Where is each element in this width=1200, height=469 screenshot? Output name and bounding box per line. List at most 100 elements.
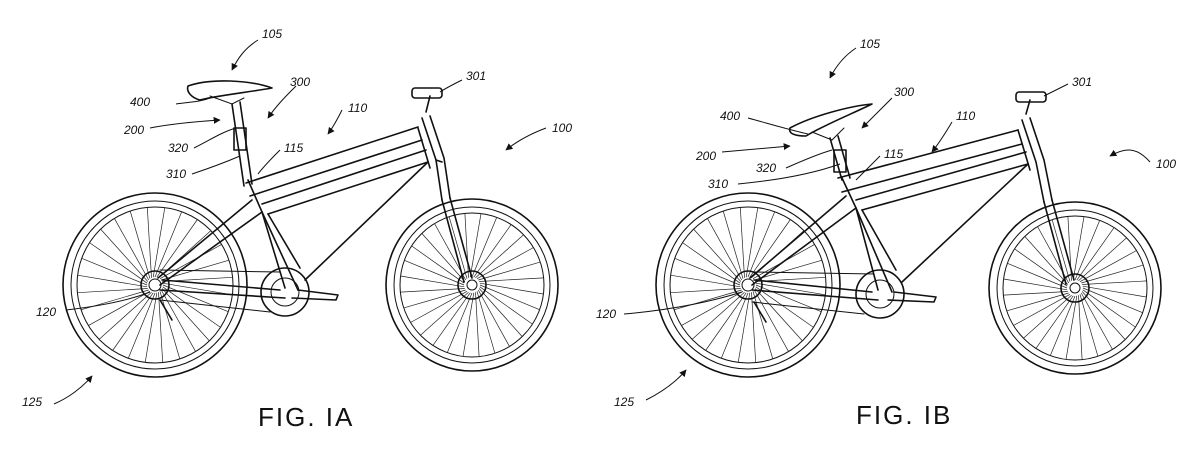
spoke [1003, 278, 1068, 291]
spoke [462, 292, 475, 357]
spoke [152, 207, 166, 278]
ref-115: 115 [284, 141, 303, 155]
ref-310: 310 [166, 167, 186, 181]
reference-labels-1b: 105 300 400 200 320 310 115 110 301 100 … [596, 37, 1176, 409]
spoke [1082, 287, 1143, 314]
spoke [404, 259, 465, 286]
fork-1b [1021, 117, 1075, 285]
spoke [755, 284, 822, 313]
spoke [160, 289, 196, 352]
spoke [129, 210, 151, 279]
spoke [446, 292, 473, 353]
ref-110: 110 [348, 101, 367, 115]
spoke [751, 292, 757, 363]
ref-301: 301 [1072, 75, 1092, 89]
spoke [1076, 227, 1115, 281]
figure-caption-1a: FIG. IA [258, 402, 354, 432]
spoke [681, 290, 744, 326]
spoke [161, 288, 210, 342]
front-wheel-1b [988, 201, 1162, 375]
spoke [476, 291, 496, 354]
spoke [81, 257, 148, 286]
spoke [1035, 295, 1074, 349]
spoke [755, 282, 826, 296]
spoke [88, 290, 151, 326]
spoke [410, 290, 468, 323]
rear-wheel-1a [62, 192, 248, 378]
spoke [98, 291, 152, 340]
spoke [1080, 292, 1113, 350]
spoke [400, 275, 465, 288]
spoke [737, 292, 751, 363]
ref-115: 115 [884, 147, 903, 161]
spoke [1065, 295, 1078, 360]
spoke [478, 288, 523, 337]
spoke [1082, 280, 1147, 285]
spoke [691, 291, 745, 340]
fork-1a [421, 115, 473, 283]
spoke [1081, 264, 1144, 284]
spoke [421, 233, 466, 282]
spoke [89, 242, 148, 284]
spoke [1082, 289, 1136, 328]
spoke [707, 218, 743, 281]
saddle-1b [788, 103, 873, 141]
spoke [469, 213, 482, 278]
spoke [752, 291, 774, 360]
spoke [448, 216, 468, 279]
ref-310: 310 [708, 177, 728, 191]
ref-105: 105 [860, 37, 880, 51]
spoke [1072, 216, 1085, 281]
spoke [420, 291, 469, 336]
ref-100: 100 [1156, 157, 1176, 171]
spoke [146, 207, 152, 278]
spoke [693, 228, 742, 282]
spoke [478, 261, 541, 281]
spoke [156, 219, 198, 278]
ref-400: 400 [130, 95, 150, 109]
spoke [100, 228, 149, 282]
spoke [674, 257, 741, 286]
reference-labels-1a: 105 300 400 200 320 310 115 110 301 100 … [22, 27, 572, 409]
spoke [1024, 236, 1069, 285]
leader-lines-1b [623, 47, 1151, 401]
spoke [114, 218, 150, 281]
spoke [1007, 262, 1068, 289]
spoke [112, 292, 154, 351]
ref-320: 320 [756, 161, 776, 175]
spoke [745, 207, 759, 278]
frame-1b [749, 129, 1031, 301]
spoke [479, 284, 540, 311]
spoke [1078, 237, 1127, 282]
spoke [1078, 295, 1083, 360]
spoke [739, 207, 745, 278]
spoke [1023, 294, 1072, 339]
spoke [479, 282, 544, 295]
spoke [77, 274, 148, 288]
spoke [159, 244, 222, 280]
ref-400: 400 [720, 109, 740, 123]
spoke [673, 289, 742, 311]
spoke [127, 292, 156, 359]
ref-200: 200 [695, 149, 716, 163]
spoke [154, 211, 183, 278]
ref-200: 200 [123, 123, 144, 137]
figure-1a: 105 300 400 200 320 310 115 110 301 100 … [22, 27, 572, 432]
spoke [158, 292, 164, 363]
ref-110: 110 [956, 109, 975, 123]
spoke [473, 224, 512, 278]
spoke [670, 274, 741, 288]
spoke [754, 259, 823, 281]
spoke [162, 282, 233, 296]
crank-1b [751, 269, 937, 319]
ref-301: 301 [466, 69, 486, 83]
spoke [479, 286, 533, 325]
spoke [749, 219, 791, 278]
spoke [1014, 248, 1068, 287]
spoke [475, 292, 480, 357]
spoke [1079, 294, 1099, 357]
spoke [682, 242, 741, 284]
derailleur-1a [159, 299, 173, 321]
spoke [475, 234, 524, 279]
spoke [1003, 291, 1068, 296]
